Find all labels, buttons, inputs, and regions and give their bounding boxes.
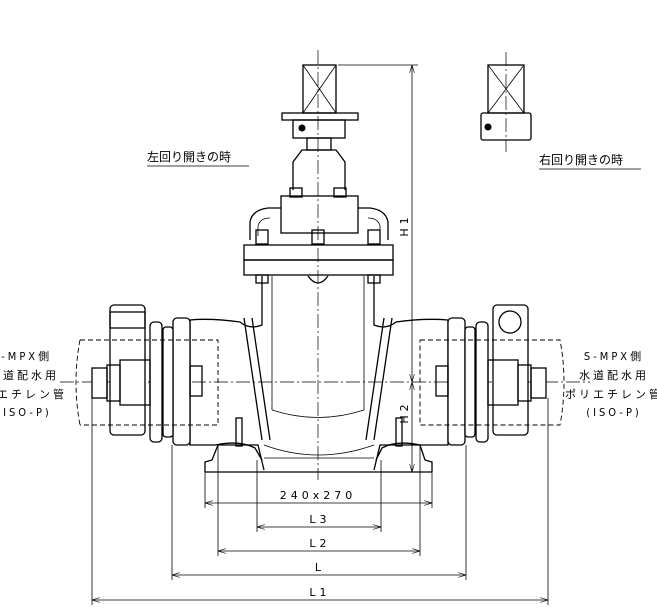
svg-text:(ISO-P): (ISO-P) xyxy=(0,406,52,419)
bonnet xyxy=(243,149,394,284)
left-pipe-outline xyxy=(75,339,219,426)
svg-text:(ISO-P): (ISO-P) xyxy=(586,406,642,419)
dim-base: 240x270 xyxy=(280,489,357,502)
svg-text:ポリエチレン管: ポリエチレン管 xyxy=(0,387,67,401)
extension-lines xyxy=(91,64,549,605)
right-coupling xyxy=(435,304,547,446)
svg-text:ポリエチレン管: ポリエチレン管 xyxy=(565,387,657,401)
dim-l3: L3 xyxy=(309,513,330,526)
left-coupling xyxy=(91,304,203,446)
svg-text:水道配水用: 水道配水用 xyxy=(0,368,59,382)
operating-nut-left-turn xyxy=(281,64,359,151)
dim-l: L xyxy=(315,561,325,574)
svg-text:水道配水用: 水道配水用 xyxy=(579,368,649,382)
dim-l1: L1 xyxy=(309,586,330,599)
caption-right-turn-open: 右回り開きの時 xyxy=(539,152,623,167)
svg-text:S-MPX側: S-MPX側 xyxy=(0,350,52,363)
left-pipe-label: S-MPX側 水道配水用 ポリエチレン管 (ISO-P) xyxy=(0,350,67,419)
valve-body xyxy=(189,276,449,473)
operating-nut-right-turn xyxy=(480,64,532,141)
svg-text:S-MPX側: S-MPX側 xyxy=(584,350,644,363)
dim-h1: H1 xyxy=(398,213,411,236)
caption-left-turn-open: 左回り開きの時 xyxy=(147,149,231,164)
dim-h2: H2 xyxy=(398,400,411,423)
dimension-lines xyxy=(92,65,548,600)
right-pipe-outline xyxy=(419,339,565,426)
right-pipe-label: S-MPX側 水道配水用 ポリエチレン管 (ISO-P) xyxy=(565,350,657,419)
dim-l2: L2 xyxy=(309,537,330,550)
